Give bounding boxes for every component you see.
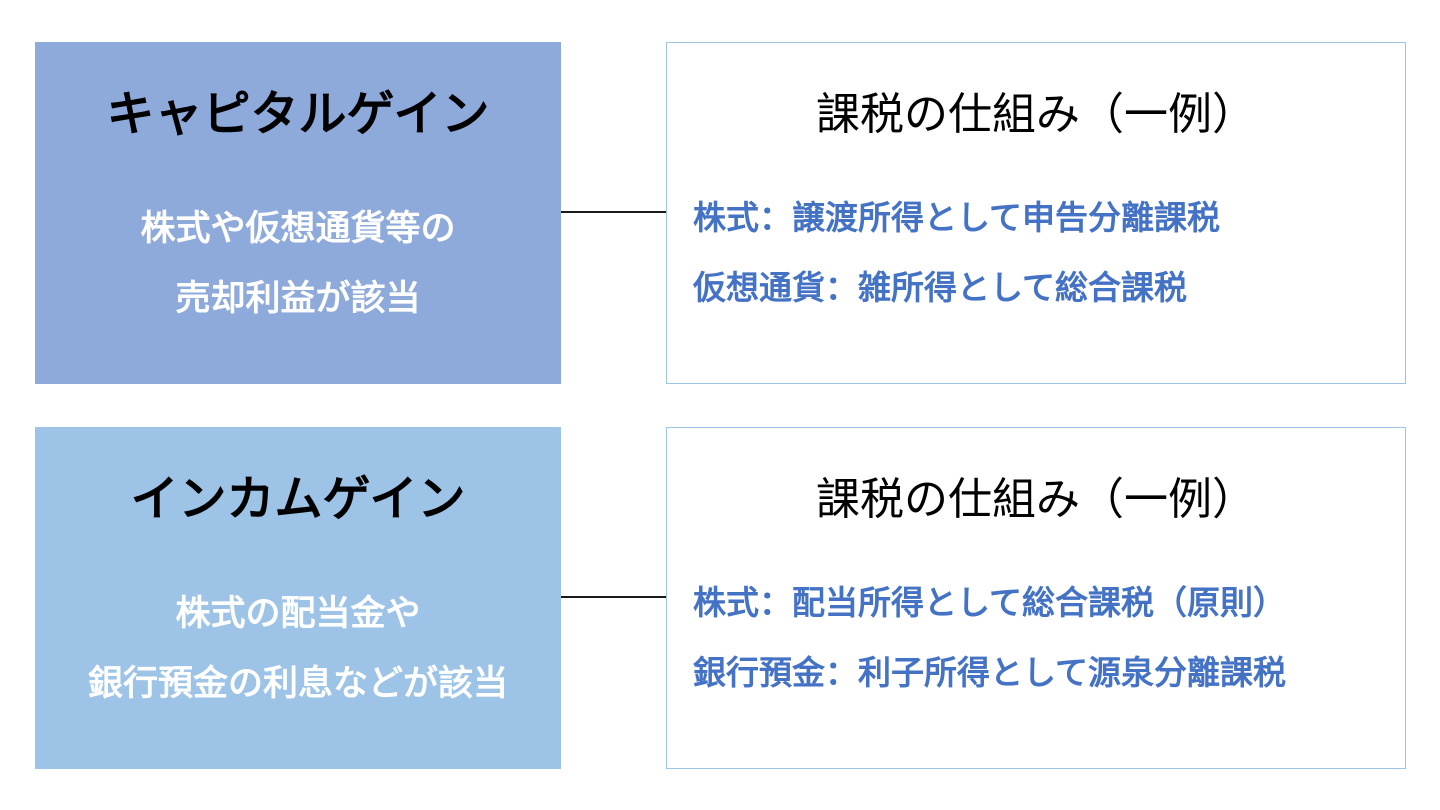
income-gain-description-line-1: 株式の配当金や [175,594,421,634]
capital-gain-tax-line-stock: 株式：譲渡所得として申告分離課税 [693,198,1221,237]
income-gain-tax-title: 課税の仕組み（一例） [816,474,1256,525]
capital-gain-tax-box: 課税の仕組み（一例） 株式：譲渡所得として申告分離課税 仮想通貨：雑所得として総… [666,42,1406,384]
capital-gain-tax-title: 課税の仕組み（一例） [816,89,1256,140]
income-gain-description: 株式の配当金や 銀行預金の利息などが該当 [35,579,561,719]
capital-gain-tax-lines: 株式：譲渡所得として申告分離課税 仮想通貨：雑所得として総合課税 [693,183,1401,323]
capital-gain-description-line-1: 株式や仮想通貨等の [140,209,456,249]
income-gain-box: インカムゲイン 株式の配当金や 銀行預金の利息などが該当 [35,427,561,769]
income-gain-tax-lines: 株式：配当所得として総合課税（原則） 銀行預金：利子所得として源泉分離課税 [693,568,1401,708]
capital-gain-description: 株式や仮想通貨等の 売却利益が該当 [35,194,561,334]
capital-gain-tax-line-crypto: 仮想通貨：雑所得として総合課税 [693,268,1188,307]
income-gain-tax-line-dividend: 株式：配当所得として総合課税（原則） [693,583,1287,622]
capital-gain-box: キャピタルゲイン 株式や仮想通貨等の 売却利益が該当 [35,42,561,384]
capital-gain-title: キャピタルゲイン [106,86,490,142]
income-gain-connector-line [561,596,667,598]
capital-gain-description-line-2: 売却利益が該当 [175,279,421,319]
income-gain-title: インカムゲイン [130,471,466,527]
income-gain-tax-box: 課税の仕組み（一例） 株式：配当所得として総合課税（原則） 銀行預金：利子所得と… [666,427,1406,769]
income-gain-tax-line-interest: 銀行預金：利子所得として源泉分離課税 [693,653,1287,692]
income-gain-description-line-2: 銀行預金の利息などが該当 [87,664,508,704]
capital-gain-connector-line [561,211,667,213]
